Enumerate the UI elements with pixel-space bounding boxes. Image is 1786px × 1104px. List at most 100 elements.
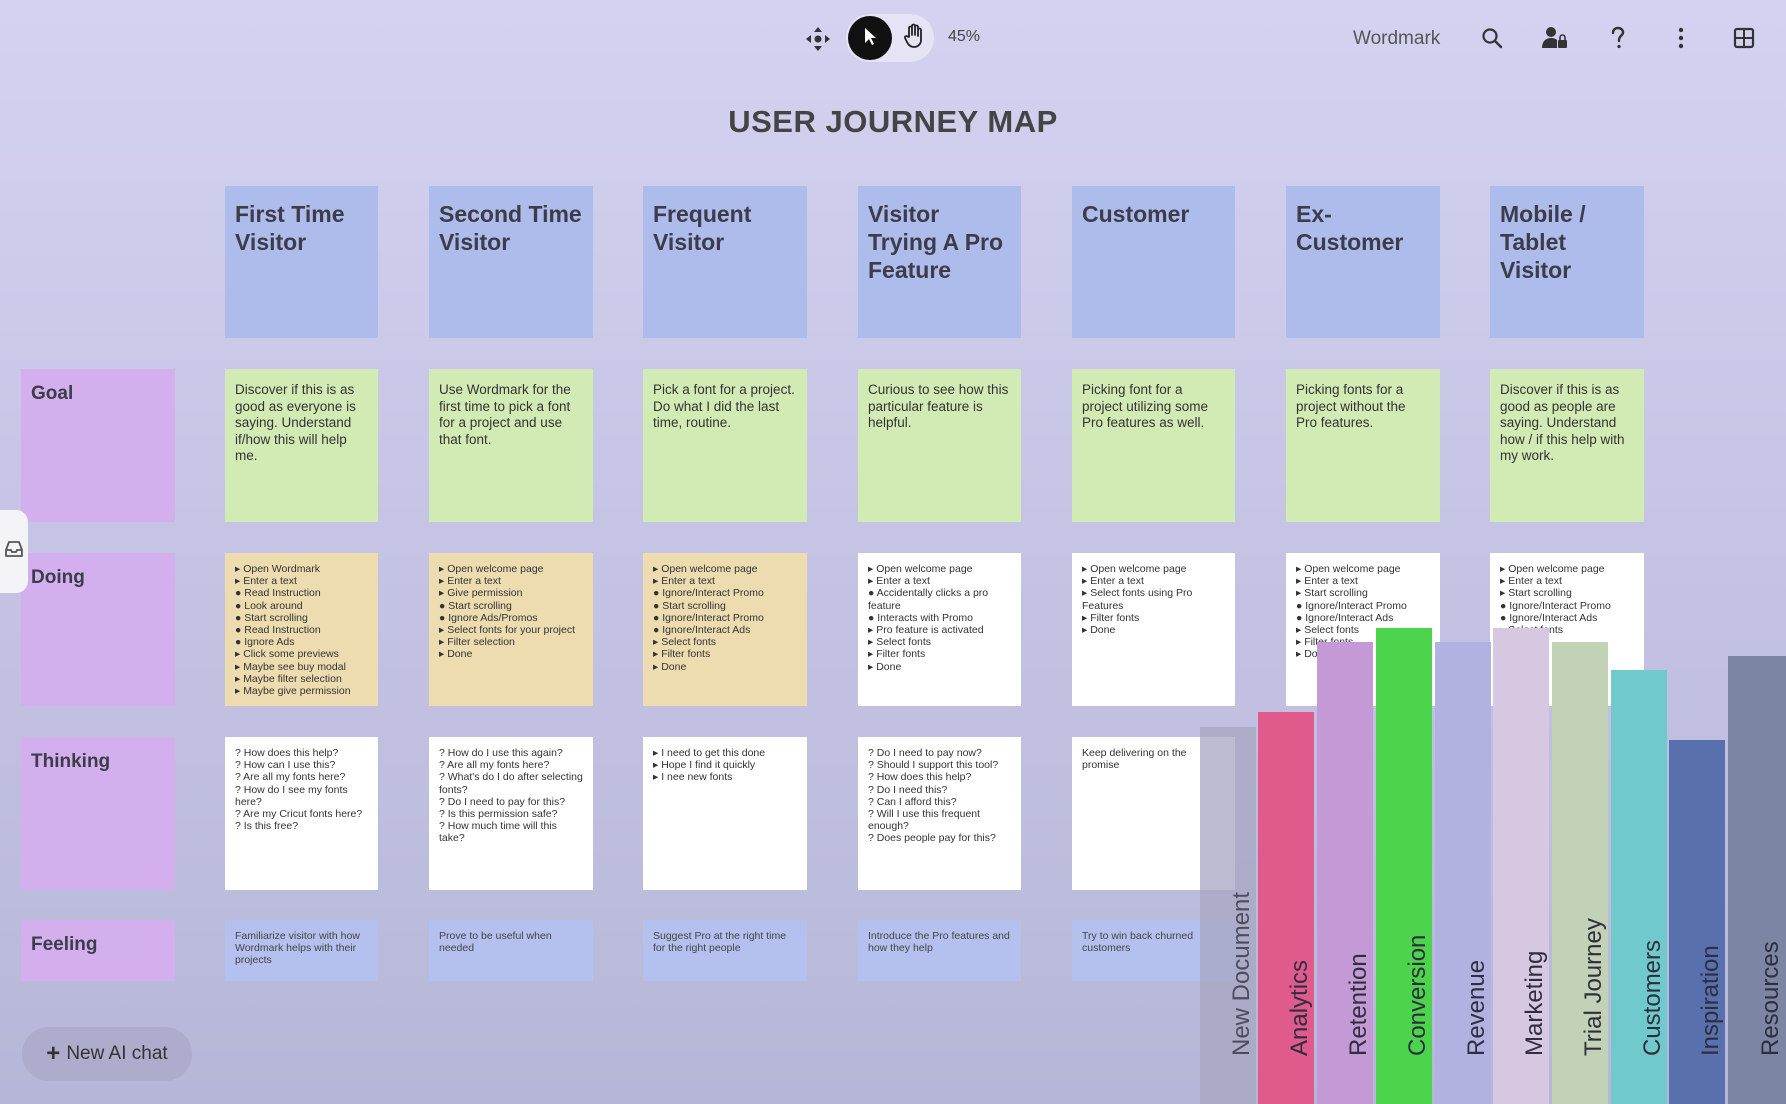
- list-item: ▸ Done: [653, 660, 687, 673]
- list-item: ? Do I need to pay for this?: [439, 795, 566, 808]
- list-item: ? Are my Cricut fonts here?: [235, 808, 363, 821]
- list-item: ● Ignore/Interact Ads: [653, 624, 751, 637]
- goal-card[interactable]: Discover if this is as good as everyone …: [225, 369, 378, 522]
- list-item: ▸ Enter a text: [653, 575, 715, 588]
- doing-card[interactable]: ▸ Open Wordmark ▸ Enter a text ● Read In…: [225, 553, 378, 706]
- goal-card[interactable]: Discover if this is as good as people ar…: [1490, 369, 1644, 522]
- goal-card[interactable]: Pick a font for a project. Do what I did…: [643, 369, 807, 522]
- tab-label: Resources: [1757, 941, 1784, 1056]
- list-item: ▸ Open Wordmark: [235, 563, 321, 575]
- tab-label: Marketing: [1521, 950, 1548, 1056]
- persona-card[interactable]: Mobile / Tablet Visitor: [1490, 186, 1644, 338]
- persona-card[interactable]: Ex-Customer: [1286, 186, 1440, 338]
- feeling-card[interactable]: Familiarize visitor with how Wordmark he…: [225, 920, 378, 981]
- list-item: Keep delivering on the promise: [1082, 747, 1187, 772]
- page-title: USER JOURNEY MAP: [728, 104, 1058, 139]
- tab-analytics[interactable]: Analytics: [1258, 712, 1314, 1104]
- list-item: ● Ignore Ads/Promos: [439, 611, 538, 624]
- row-label-doing[interactable]: Doing: [21, 553, 175, 706]
- hand-mode-button[interactable]: [896, 18, 932, 58]
- thinking-card[interactable]: ▸ I need to get this done ▸ Hope I find …: [643, 737, 807, 890]
- persona-card[interactable]: Visitor Trying A Pro Feature: [858, 186, 1021, 338]
- list-item: ● Read Instruction: [235, 624, 321, 637]
- list-item: ▸ Open welcome page: [868, 563, 973, 575]
- tab-revenue[interactable]: Revenue: [1435, 642, 1491, 1104]
- grid-icon[interactable]: [1730, 24, 1758, 52]
- goal-card[interactable]: Picking font for a project utilizing som…: [1072, 369, 1235, 522]
- doing-card[interactable]: ▸ Open welcome page ▸ Enter a text ● Ign…: [643, 553, 807, 706]
- persona-card[interactable]: Second Time Visitor: [429, 186, 593, 338]
- list-item: ▸ Start scrolling: [1500, 587, 1572, 600]
- tab-conversion[interactable]: Conversion: [1376, 628, 1432, 1104]
- persona-card[interactable]: First Time Visitor: [225, 186, 378, 338]
- list-item: ? Are all my fonts here?: [439, 759, 550, 772]
- doing-card[interactable]: ▸ Open welcome page ▸ Enter a text ● Acc…: [858, 553, 1021, 706]
- thinking-card[interactable]: ? How does this help? ? How can I use th…: [225, 737, 378, 890]
- list-item: ▸ Open welcome page: [439, 563, 544, 575]
- list-item: ● Ignore/Interact Promo: [653, 611, 764, 624]
- feeling-card[interactable]: Introduce the Pro features and how they …: [858, 920, 1021, 981]
- list-item: ▸ Filter fonts: [868, 648, 926, 661]
- tab-resources[interactable]: Resources: [1728, 656, 1786, 1104]
- list-item: ▸ Enter a text: [868, 575, 930, 588]
- row-label-goal[interactable]: Goal: [21, 369, 175, 522]
- list-item: ● Start scrolling: [653, 599, 726, 612]
- tab-label: Inspiration: [1697, 945, 1724, 1056]
- tab-inspiration[interactable]: Inspiration: [1669, 740, 1725, 1104]
- row-label-thinking[interactable]: Thinking: [21, 737, 175, 890]
- list-item: ▸ Enter a text: [1500, 575, 1562, 588]
- list-item: ● Ignore/Interact Promo: [1500, 599, 1611, 612]
- list-item: ▸ Maybe see buy modal: [235, 660, 346, 673]
- list-item: ● Interacts with Promo: [868, 611, 973, 624]
- zoom-level[interactable]: 45%: [948, 28, 981, 45]
- row-label-feeling[interactable]: Feeling: [21, 920, 175, 981]
- tab-marketing[interactable]: Marketing: [1493, 628, 1549, 1104]
- list-item: ? Is this permission safe?: [439, 808, 558, 821]
- search-icon[interactable]: [1478, 24, 1506, 52]
- doing-card[interactable]: ▸ Open welcome page ▸ Enter a text ▸ Sel…: [1072, 553, 1235, 706]
- list-item: ▸ I nee new fonts: [653, 771, 733, 784]
- list-item: ? Will I use this frequent enough?: [868, 808, 981, 833]
- top-toolbar: 45% Wordmark: [0, 14, 1786, 64]
- tab-customers[interactable]: Customers: [1611, 670, 1667, 1104]
- list-item: ▸ Enter a text: [439, 575, 501, 588]
- list-item: ? Is this free?: [235, 820, 299, 833]
- feeling-card[interactable]: Suggest Pro at the right time for the ri…: [643, 920, 807, 981]
- help-icon[interactable]: [1604, 24, 1632, 52]
- list-item: ▸ Filter fonts: [1082, 611, 1140, 624]
- feeling-card[interactable]: Prove to be useful when needed: [429, 920, 593, 981]
- thinking-card[interactable]: ? Do I need to pay now? ? Should I suppo…: [858, 737, 1021, 890]
- persona-card[interactable]: Frequent Visitor: [643, 186, 807, 338]
- tab-trial-journey[interactable]: Trial Journey: [1552, 642, 1608, 1104]
- list-item: ? How much time will this take?: [439, 820, 557, 845]
- list-item: ? Are all my fonts here?: [235, 771, 346, 784]
- tab-new-document[interactable]: New Document: [1200, 727, 1256, 1104]
- thinking-card[interactable]: ? How do I use this again? ? Are all my …: [429, 737, 593, 890]
- select-mode-button[interactable]: [848, 16, 892, 60]
- list-item: ▸ Open welcome page: [653, 563, 758, 575]
- move-icon[interactable]: [803, 24, 833, 54]
- list-item: ? Do I need this?: [868, 783, 948, 796]
- plus-icon: +: [46, 1040, 61, 1067]
- inbox-icon: [4, 540, 24, 563]
- tab-label: New Document: [1228, 891, 1255, 1056]
- list-item: ▸ Done: [868, 660, 902, 673]
- list-item: ▸ Give permission: [439, 587, 523, 600]
- goal-card[interactable]: Use Wordmark for the first time to pick …: [429, 369, 593, 522]
- inbox-panel-toggle[interactable]: [0, 510, 28, 593]
- goal-card[interactable]: Curious to see how this particular featu…: [858, 369, 1021, 522]
- new-ai-chat-button[interactable]: + New AI chat: [22, 1027, 192, 1081]
- persona-card[interactable]: Customer: [1072, 186, 1235, 338]
- tab-retention[interactable]: Retention: [1317, 642, 1373, 1104]
- list-item: ? Should I support this tool?: [868, 759, 999, 772]
- more-icon[interactable]: [1667, 24, 1695, 52]
- list-item: ? How do I use this again?: [439, 747, 563, 759]
- goal-card[interactable]: Picking fonts for a project without the …: [1286, 369, 1440, 522]
- doing-card[interactable]: ▸ Open welcome page ▸ Enter a text ▸ Giv…: [429, 553, 593, 706]
- list-item: ▸ Select fonts: [1296, 624, 1360, 637]
- user-lock-icon[interactable]: [1541, 24, 1569, 52]
- list-item: ● Look around: [235, 599, 303, 612]
- tab-label: Conversion: [1404, 934, 1431, 1056]
- list-item: ▸ Enter a text: [235, 575, 297, 588]
- list-item: ▸ Hope I find it quickly: [653, 759, 756, 772]
